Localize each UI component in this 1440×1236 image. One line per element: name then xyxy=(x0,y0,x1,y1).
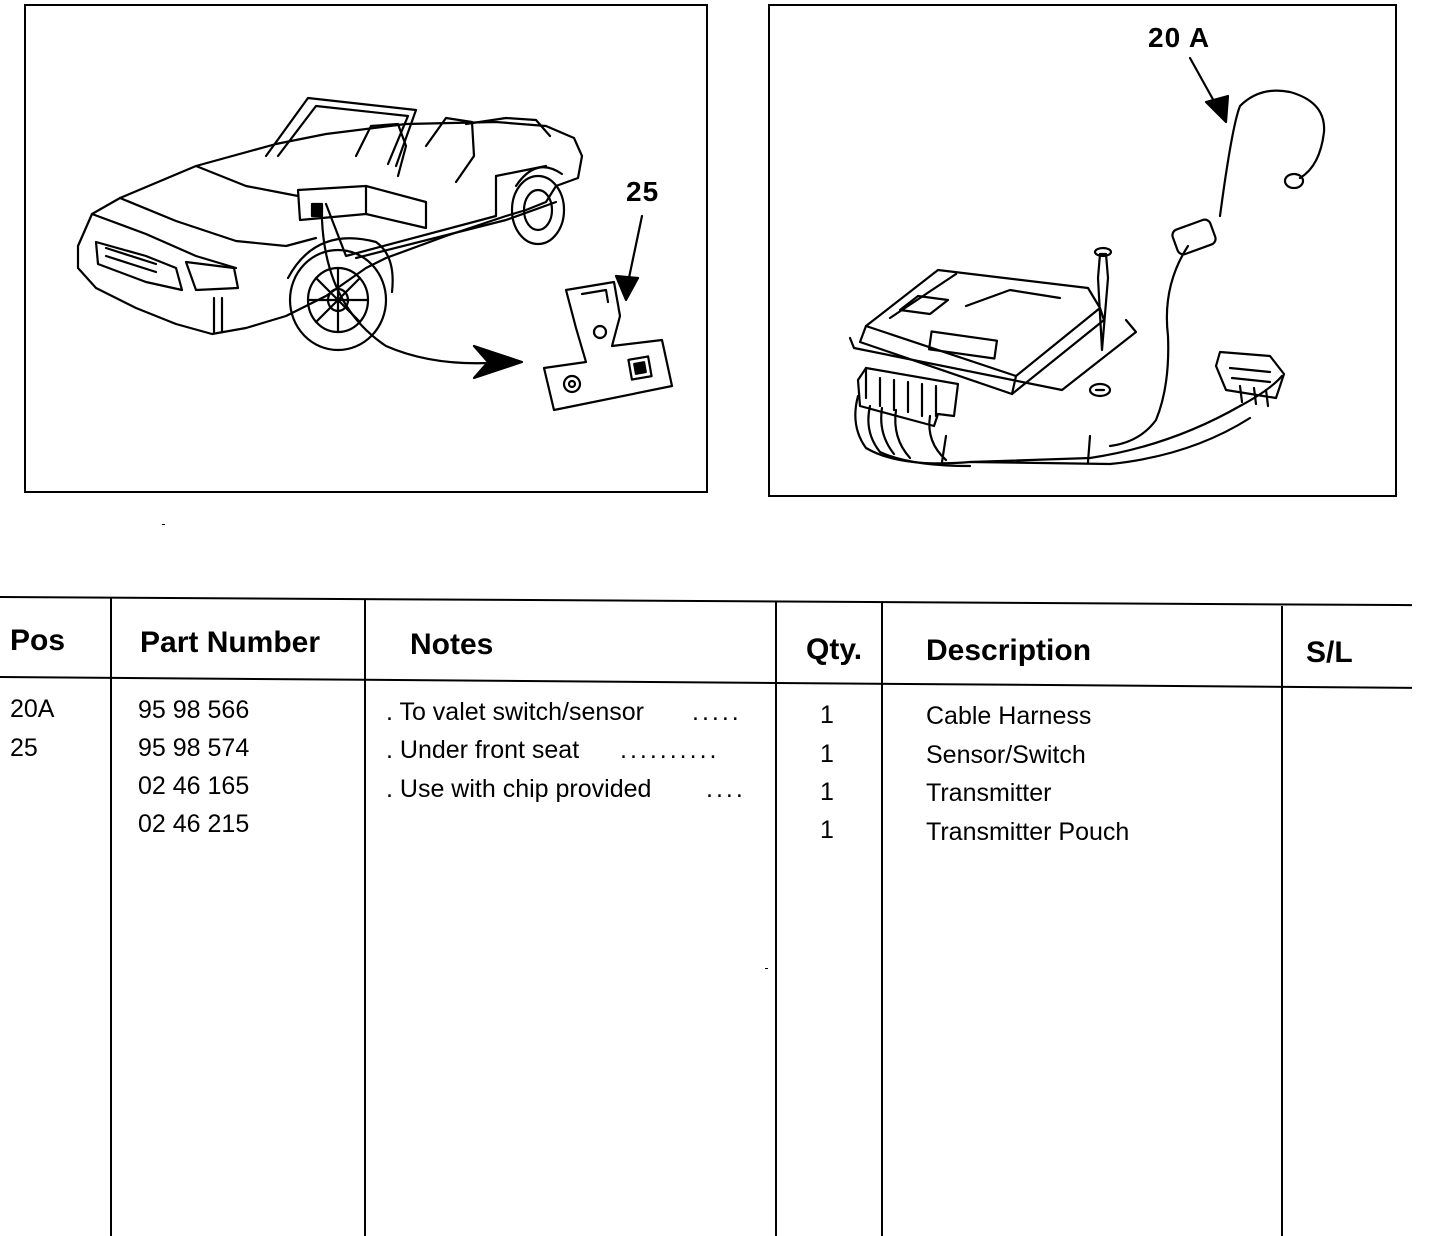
header-description: Description xyxy=(926,634,1092,667)
cell-description: Transmitter xyxy=(926,779,1052,807)
cell-notes: . To valet switch/sensor ..... xyxy=(386,698,739,727)
callout-label-20a: 20 A xyxy=(1148,22,1211,53)
cell-description: Cable Harness xyxy=(926,702,1092,730)
cell-part-number: 95 98 566 xyxy=(138,696,250,724)
header-pos: Pos xyxy=(10,624,66,657)
cell-qty: 1 xyxy=(820,816,834,844)
cell-notes: . Under front seat .......... xyxy=(386,736,716,765)
notes-leader: ..... xyxy=(692,698,742,726)
cell-notes: . Use with chip provided .... xyxy=(386,775,743,804)
header-part-number: Part Number xyxy=(140,626,321,659)
notes-leader: .... xyxy=(706,775,746,803)
cell-pos: 25 xyxy=(10,734,38,762)
cell-part-number: 02 46 215 xyxy=(138,810,250,838)
callout-label-25: 25 xyxy=(626,176,660,207)
cell-part-number: 95 98 574 xyxy=(138,734,250,762)
car-illustration xyxy=(76,96,674,412)
cell-qty: 1 xyxy=(820,701,834,729)
cell-part-number: 02 46 165 xyxy=(138,772,250,800)
column-divider xyxy=(1281,606,1283,1236)
column-divider xyxy=(775,602,777,1236)
notes-text: . Use with chip provided xyxy=(386,775,652,803)
scan-speck xyxy=(765,968,768,969)
table-top-rule xyxy=(0,596,1412,607)
cell-qty: 1 xyxy=(820,778,834,806)
cell-description: Sensor/Switch xyxy=(926,741,1086,769)
figure-cable-harness: 20 A xyxy=(768,4,1397,497)
notes-text: . To valet switch/sensor xyxy=(386,698,644,726)
header-sl: S/L xyxy=(1306,636,1353,669)
scan-speck xyxy=(162,524,165,525)
figure-car-sensor-location: 25 xyxy=(24,4,708,493)
cell-pos: 20A xyxy=(10,695,55,723)
header-qty: Qty. xyxy=(806,633,863,666)
harness-illustration xyxy=(848,56,1326,468)
header-notes: Notes xyxy=(410,628,494,661)
cell-qty: 1 xyxy=(820,740,834,768)
column-divider xyxy=(110,597,112,1236)
table-header-rule xyxy=(0,676,1412,689)
column-divider xyxy=(881,603,883,1236)
column-divider xyxy=(364,599,366,1236)
notes-leader: .......... xyxy=(620,736,720,764)
notes-text: . Under front seat xyxy=(386,736,580,764)
cell-description: Transmitter Pouch xyxy=(926,818,1130,846)
